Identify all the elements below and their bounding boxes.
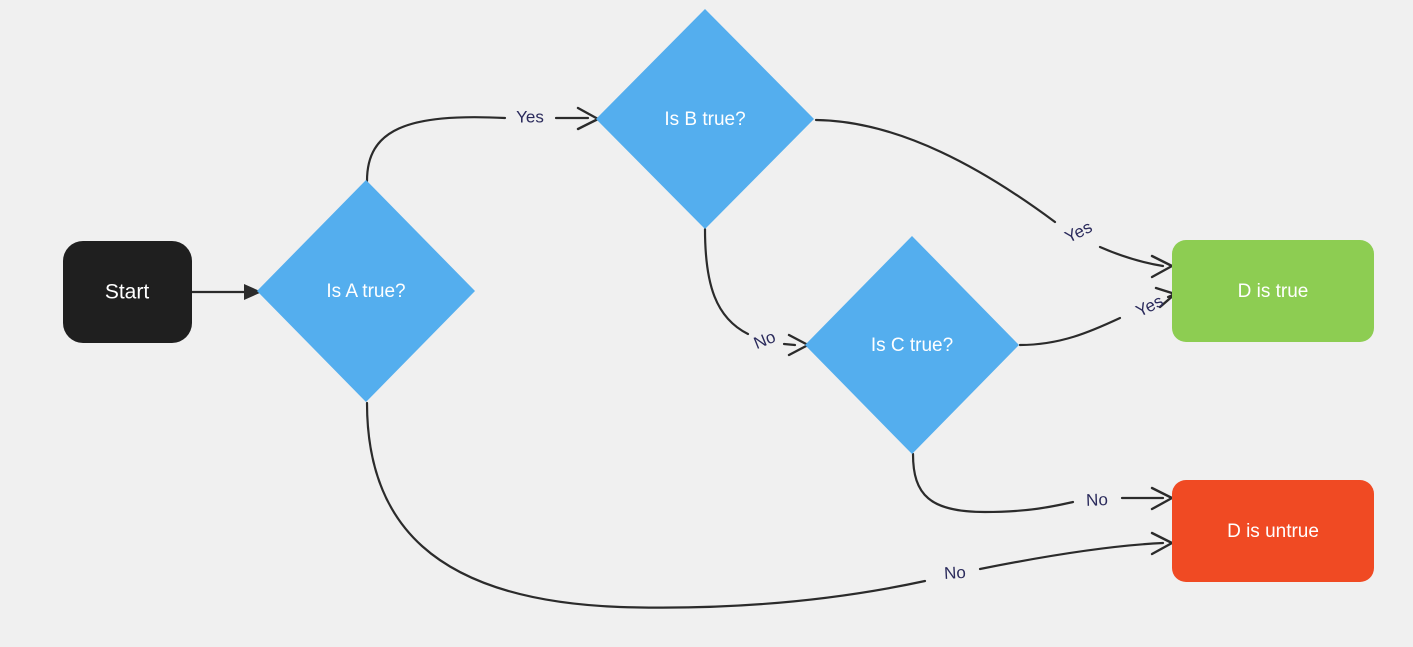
decision-a-diamond-shape[interactable] — [257, 180, 475, 402]
edge-label-c-no: No — [1086, 490, 1108, 510]
edge-path-c-duntrue-left — [911, 452, 1075, 514]
edge-b-yes-to-dtrue: Yes — [814, 118, 1174, 279]
node-start[interactable]: Start — [63, 241, 192, 343]
edge-c-no-to-duntrue: No — [911, 452, 1174, 514]
edge-path-b-dtrue-right — [1098, 245, 1165, 268]
decision-b-diamond-shape[interactable] — [596, 9, 814, 229]
node-decision-c[interactable]: Is C true? — [805, 236, 1019, 454]
d-is-true-box-shape[interactable] — [1172, 240, 1374, 342]
edge-a-yes-to-b: Yes — [365, 106, 600, 183]
edge-label-a-yes: Yes — [516, 107, 544, 126]
edge-path-a-duntrue-left — [365, 401, 927, 609]
start-box-shape[interactable] — [63, 241, 192, 343]
edge-path-a-b-left — [365, 116, 507, 183]
edge-a-no-to-duntrue: No — [365, 401, 1174, 609]
edge-label-a-no: No — [944, 563, 967, 583]
edge-path-c-dtrue-right — [1166, 293, 1174, 299]
edge-b-no-to-c: No — [703, 227, 810, 357]
d-is-untrue-box-shape[interactable] — [1172, 480, 1374, 582]
edge-path-b-dtrue-left — [814, 118, 1057, 224]
edge-path-b-c — [703, 227, 750, 336]
node-decision-a[interactable]: Is A true? — [257, 180, 475, 402]
node-decision-b[interactable]: Is B true? — [596, 9, 814, 229]
edge-start-to-a — [190, 284, 262, 300]
arrowhead-start-a — [244, 284, 262, 300]
edge-path-a-duntrue-right — [978, 541, 1165, 571]
node-d-is-true[interactable]: D is true — [1172, 240, 1374, 342]
edge-c-yes-to-dtrue: Yes — [1018, 286, 1177, 347]
edge-label-b-no: No — [751, 327, 778, 353]
edge-path-b-c-tail — [782, 342, 797, 347]
edge-label-c-yes: Yes — [1133, 291, 1166, 321]
edge-path-c-dtrue-left — [1018, 316, 1122, 347]
decision-c-diamond-shape[interactable] — [805, 236, 1019, 454]
node-d-is-untrue[interactable]: D is untrue — [1172, 480, 1374, 582]
edge-label-b-yes: Yes — [1062, 217, 1095, 247]
